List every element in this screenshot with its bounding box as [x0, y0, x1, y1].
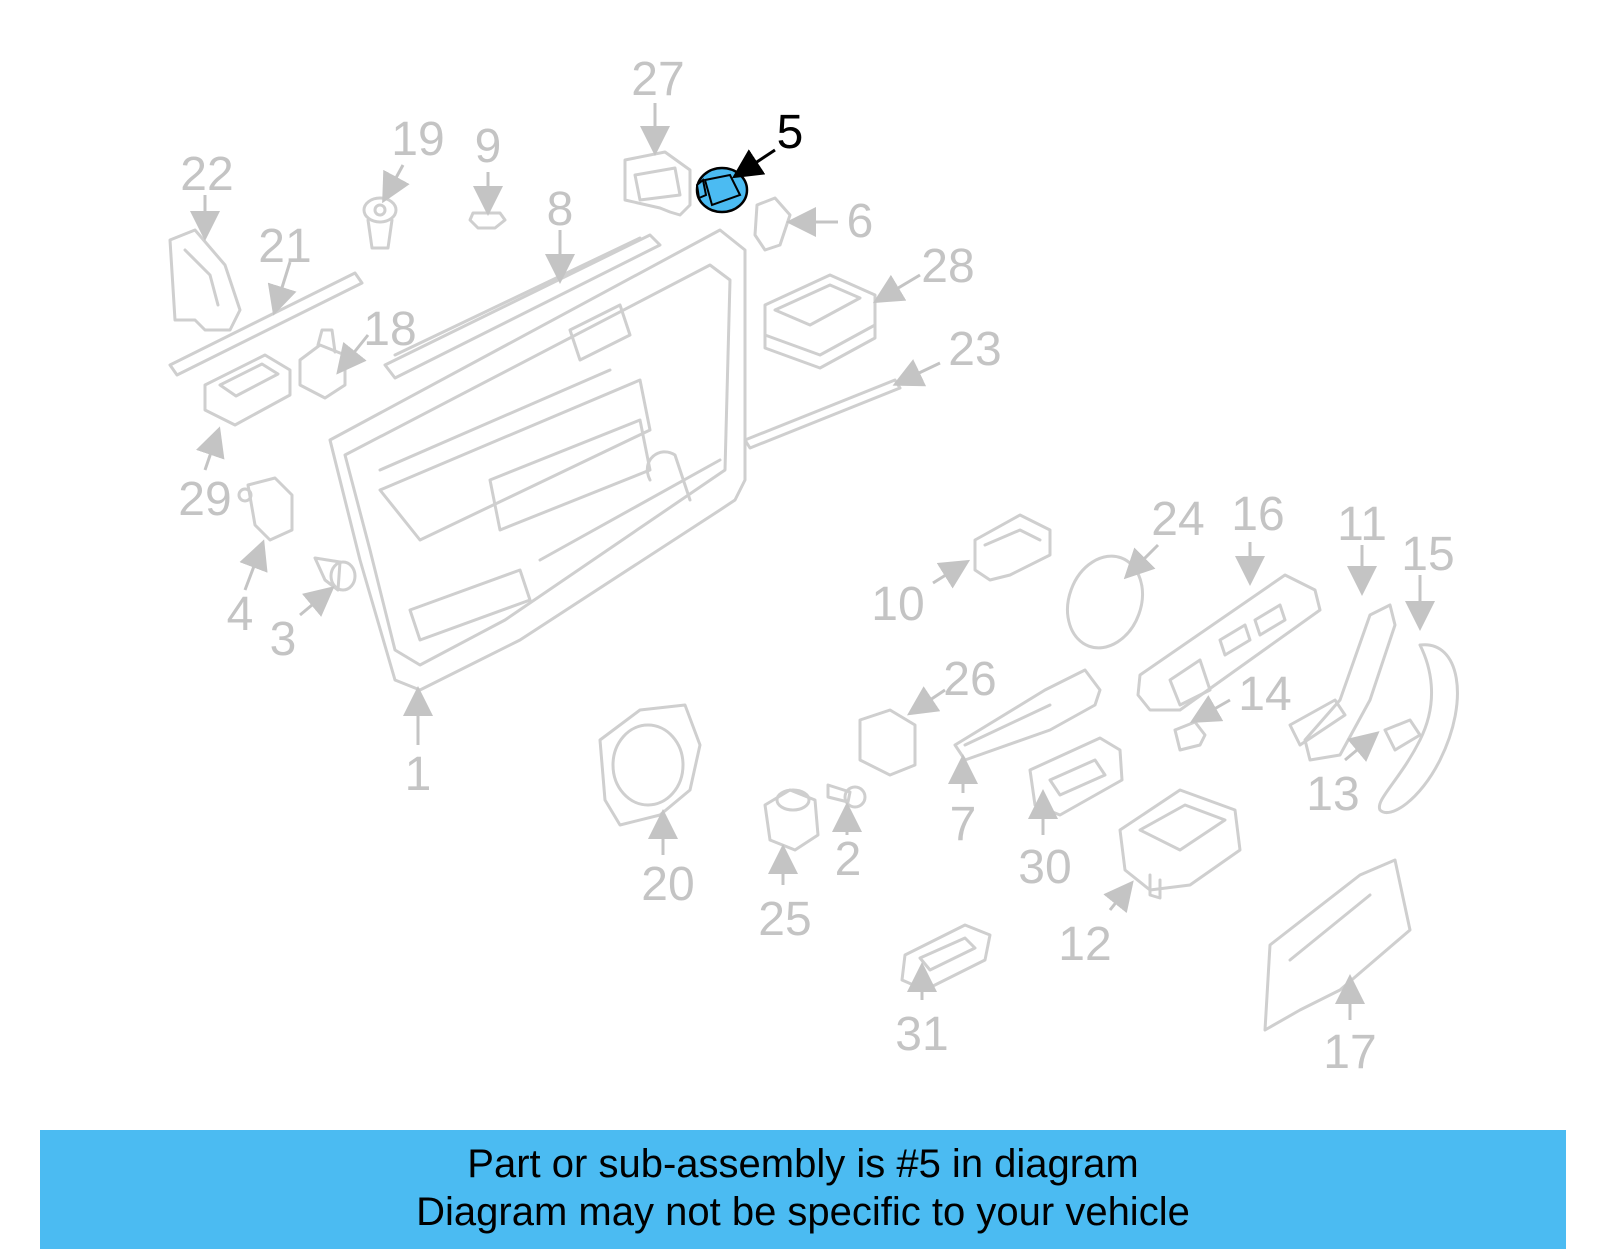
part-14-clip	[1173, 720, 1207, 752]
label-12: 12	[1058, 918, 1111, 971]
part-12-bracket	[1118, 788, 1242, 900]
label-19: 19	[391, 113, 444, 166]
label-20: 20	[641, 858, 694, 911]
part-22-corner-trim	[168, 228, 242, 332]
part-26-switch	[858, 708, 917, 777]
part-1-door-trim-panel	[328, 228, 747, 692]
part-27-switch-bezel	[623, 150, 692, 217]
label-18: 18	[363, 303, 416, 356]
part-20-speaker-adapter	[598, 703, 702, 827]
part-15-trim	[1377, 643, 1459, 814]
part-4-clip	[237, 476, 294, 542]
caption-line-2: Diagram may not be specific to your vehi…	[416, 1190, 1190, 1234]
label-25: 25	[758, 893, 811, 946]
part-25-knob	[763, 788, 820, 852]
label-23: 23	[948, 323, 1001, 376]
label-24: 24	[1151, 493, 1204, 546]
label-16: 16	[1231, 488, 1284, 541]
part-28-switch	[763, 273, 877, 370]
part-23-rod	[743, 378, 902, 450]
part-24-ring	[1066, 554, 1144, 650]
part-10-bracket	[973, 513, 1052, 582]
label-17: 17	[1323, 1026, 1376, 1079]
label-3: 3	[270, 613, 297, 666]
caption-banner: Part or sub-assembly is #5 in diagram Di…	[40, 1130, 1566, 1249]
label-1: 1	[405, 748, 432, 801]
part-29-switch	[203, 353, 292, 427]
label-2: 2	[835, 833, 862, 886]
label-10: 10	[871, 578, 924, 631]
caption-line-1: Part or sub-assembly is #5 in diagram	[467, 1142, 1139, 1186]
part-17-map-pocket	[1263, 858, 1412, 1032]
label-5: 5	[777, 106, 804, 159]
part-11-pull-handle	[1288, 603, 1397, 762]
label-22: 22	[180, 148, 233, 201]
label-21: 21	[258, 220, 311, 273]
label-28: 28	[921, 240, 974, 293]
part-7-armrest	[953, 668, 1102, 762]
part-6-bracket	[753, 196, 792, 252]
leader-lines	[190, 103, 1435, 1020]
label-31: 31	[895, 1008, 948, 1061]
part-18-handle-bracket	[298, 328, 347, 400]
part-2-screw	[826, 783, 867, 809]
part-16-armrest-cover	[1136, 573, 1322, 712]
part-19-clip	[362, 196, 398, 250]
label-11: 11	[1337, 498, 1387, 551]
label-15: 15	[1401, 528, 1454, 581]
part-3-plug	[313, 556, 357, 592]
label-26: 26	[943, 653, 996, 706]
label-7: 7	[950, 798, 977, 851]
label-13: 13	[1306, 768, 1359, 821]
part-5-highlighted	[695, 166, 749, 214]
part-13-switch	[1383, 718, 1422, 752]
parts-diagram: 1 2 3 4 5 6 7 8 9 10 11 12 13 14 15 16 1…	[168, 53, 1459, 1079]
label-29: 29	[178, 473, 231, 526]
label-8: 8	[547, 183, 574, 236]
label-4: 4	[227, 588, 254, 641]
part-9-fastener	[468, 211, 507, 230]
label-14: 14	[1238, 668, 1291, 721]
label-27: 27	[631, 53, 684, 106]
label-9: 9	[475, 120, 502, 173]
part-31-handle-cup	[900, 923, 992, 992]
label-30: 30	[1018, 841, 1071, 894]
label-6: 6	[847, 195, 874, 248]
